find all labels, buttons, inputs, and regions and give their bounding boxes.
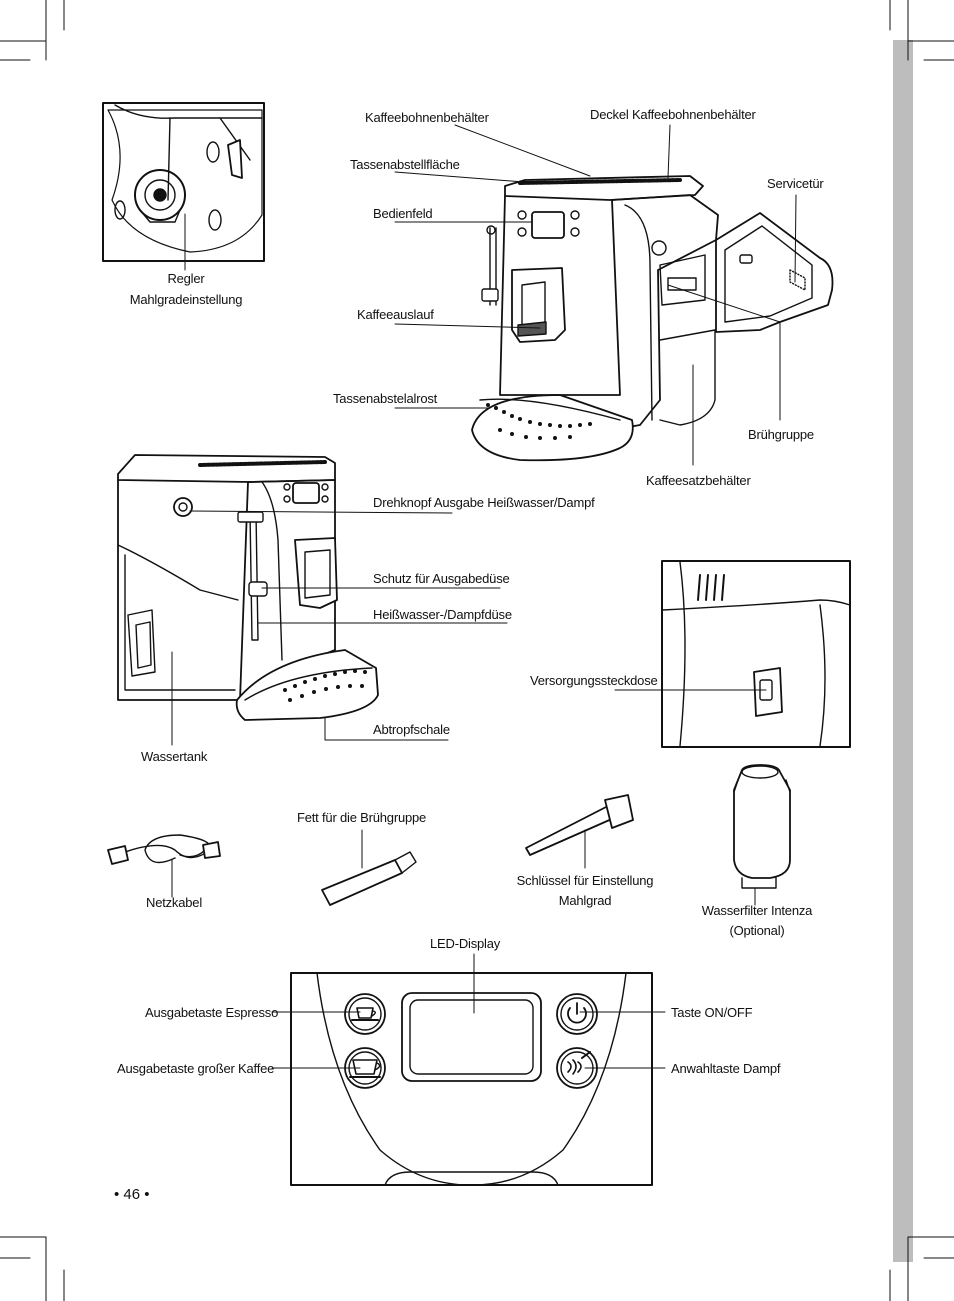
label-grosser-kaffee: Ausgabetaste großer Kaffee	[117, 1061, 275, 1076]
page-number: • 46 •	[114, 1186, 150, 1203]
label-schutz: Schutz für Ausgabedüse	[373, 571, 510, 586]
label-filter-2: (Optional)	[729, 923, 785, 938]
power-cord	[107, 834, 221, 898]
label-mahlgradeinstellung: Mahlgradeinstellung	[129, 292, 243, 307]
label-netzkabel: Netzkabel	[146, 895, 203, 910]
label-schluessel-2: Mahlgrad	[558, 893, 612, 908]
label-tassenabstellflaeche: Tassenabstellfläche	[350, 157, 460, 172]
label-kaffeesatzbehaelter: Kaffeesatzbehälter	[646, 473, 751, 488]
label-bruehgruppe: Brühgruppe	[748, 427, 814, 442]
machine-side-view	[117, 454, 508, 746]
label-kaffeeauslauf: Kaffeeauslauf	[357, 307, 434, 322]
grinder-inset	[102, 102, 265, 271]
label-filter-1: Wasserfilter Intenza	[701, 903, 813, 918]
label-heisswasser: Heißwasser-/Dampfdüse	[373, 607, 512, 622]
label-drehknopf: Drehknopf Ausgabe Heißwasser/Dampf	[373, 495, 595, 510]
label-espresso: Ausgabetaste Espresso	[145, 1005, 279, 1020]
page-edge-bar	[893, 40, 913, 1262]
label-deckel: Deckel Kaffeebohnenbehälter	[590, 107, 756, 122]
espresso-cup-icon	[351, 1007, 379, 1021]
label-kaffeebohnenbehaelter: Kaffeebohnenbehälter	[365, 110, 489, 125]
label-fett: Fett für die Brühgruppe	[297, 810, 427, 825]
label-led-display: LED-Display	[430, 936, 501, 951]
label-abtropfschale: Abtropfschale	[373, 722, 450, 737]
socket-inset	[614, 560, 851, 748]
power-icon	[567, 1002, 587, 1024]
machine-front-view	[394, 124, 834, 466]
label-on-off: Taste ON/OFF	[671, 1005, 753, 1020]
label-regler: Regler	[167, 271, 205, 286]
steam-icon	[567, 1051, 591, 1075]
large-coffee-cup-icon	[349, 1059, 381, 1078]
label-schluessel-1: Schlüssel für Einstellung	[516, 873, 654, 888]
label-versorgung: Versorgungssteckdose	[530, 673, 658, 688]
label-servicetuer: Servicetür	[767, 176, 824, 191]
label-tassenabstelalrost: Tassenabstelalrost	[333, 391, 438, 406]
label-wassertank: Wassertank	[141, 749, 208, 764]
label-dampf: Anwahltaste Dampf	[671, 1061, 781, 1076]
control-panel-detail	[271, 953, 666, 1186]
water-filter	[733, 764, 791, 906]
adjustment-key	[525, 794, 634, 869]
grease-tube	[321, 829, 417, 906]
label-bedienfeld: Bedienfeld	[373, 206, 433, 221]
